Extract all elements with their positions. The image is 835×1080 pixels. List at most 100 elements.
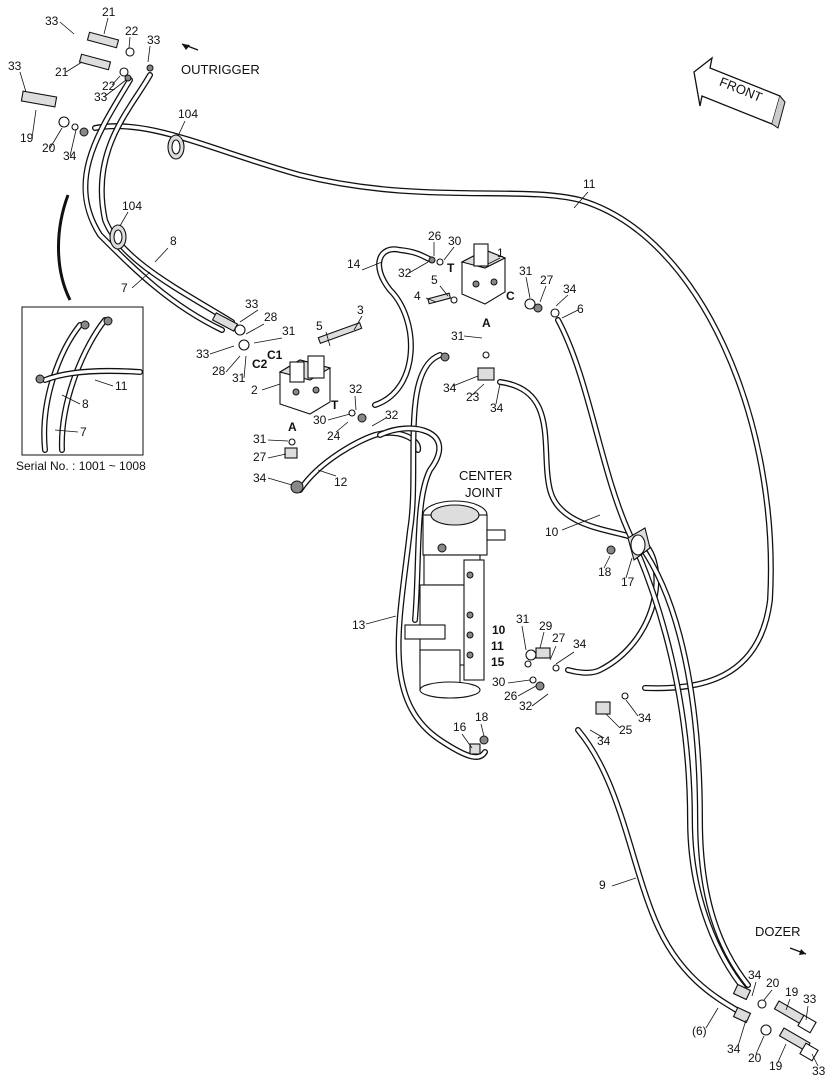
callout: 20: [748, 1051, 762, 1065]
hose-group: [82, 72, 774, 1018]
callout: 33: [45, 14, 59, 28]
outrigger-fittings: [20, 31, 154, 137]
port-t-left: T: [331, 398, 339, 412]
callout: 5: [316, 319, 323, 333]
callout: 34: [63, 149, 77, 163]
callout: 20: [766, 976, 780, 990]
callout: 33: [245, 297, 259, 311]
leader-lines: [19, 17, 819, 1067]
callout: 18: [598, 565, 612, 579]
callout: 20: [42, 141, 56, 155]
port-a-left: A: [288, 420, 297, 434]
callout: 28: [264, 310, 278, 324]
callout: 29: [539, 619, 553, 633]
callout: 31: [282, 324, 296, 338]
callout: 34: [490, 401, 504, 415]
callout: 13: [352, 618, 366, 632]
callout: 27: [552, 631, 566, 645]
bracket-17: [627, 527, 651, 561]
port-a-right: A: [482, 316, 491, 330]
callout: 32: [385, 408, 399, 422]
callout: 33: [812, 1064, 826, 1078]
callout: 19: [785, 985, 799, 999]
callout: 104: [122, 199, 142, 213]
callout: 3: [357, 303, 364, 317]
callout: 28: [212, 364, 226, 378]
inset-label-11: 11: [115, 379, 128, 393]
center-joint: [404, 500, 506, 699]
callout: 5: [431, 273, 438, 287]
callout: 16: [453, 720, 467, 734]
callout: 34: [253, 471, 267, 485]
callout: 32: [398, 266, 412, 280]
callout: 32: [349, 382, 363, 396]
callout: 104: [178, 107, 198, 121]
callout: 12: [334, 475, 348, 489]
valve-2: [278, 321, 363, 415]
port-c1: C1: [267, 348, 283, 362]
callout: 9: [599, 878, 606, 892]
callout: 17: [621, 575, 635, 589]
callout: 34: [748, 968, 762, 982]
port-c-right: C: [506, 289, 515, 303]
front-arrow: FRONT: [693, 56, 786, 129]
serial-inset: 11 8 7 Serial No. : 1001 ~ 1008: [16, 306, 146, 473]
callout-group: 33 21 22 33 21 22 33 33 19 20 34 104 104…: [8, 5, 826, 1078]
callout: 34: [638, 711, 652, 725]
callout: 6: [577, 302, 584, 316]
port-c2: C2: [252, 357, 268, 371]
hose-6: [555, 317, 748, 993]
callout: 34: [563, 282, 577, 296]
clamp-104-top: [167, 134, 185, 160]
callout: 25: [619, 723, 633, 737]
callout: (6): [692, 1024, 707, 1038]
valve-1: [427, 243, 507, 305]
joint-port-10: 10: [492, 623, 506, 637]
callout: 30: [448, 234, 462, 248]
callout: 30: [492, 675, 506, 689]
callout: 31: [253, 432, 267, 446]
callout: 21: [102, 5, 116, 19]
callout: 2: [251, 383, 258, 397]
callout: 27: [540, 273, 554, 287]
clamp-104-mid: [109, 224, 127, 250]
callout: 27: [253, 450, 267, 464]
callout: 10: [545, 525, 559, 539]
center-joint-label-1: CENTER: [459, 468, 512, 483]
callout: 4: [414, 289, 421, 303]
callout: 19: [20, 131, 34, 145]
center-joint-label-2: JOINT: [465, 485, 503, 500]
callout: 33: [8, 59, 22, 73]
callout: 31: [451, 329, 465, 343]
callout: 33: [94, 90, 108, 104]
misc-fittings: [211, 256, 629, 755]
callout: 7: [121, 281, 128, 295]
callout: 33: [147, 33, 161, 47]
callout: 11: [583, 177, 596, 191]
callout: 26: [428, 229, 442, 243]
callout: 34: [727, 1042, 741, 1056]
callout: 34: [597, 734, 611, 748]
callout: 18: [475, 710, 489, 724]
hose-10: [497, 379, 660, 676]
joint-port-11: 11: [491, 639, 504, 653]
callout: 34: [443, 381, 457, 395]
callout: 1: [497, 246, 504, 260]
callout: 31: [519, 264, 533, 278]
callout: 34: [573, 637, 587, 651]
callout: 26: [504, 689, 518, 703]
callout: 23: [466, 390, 480, 404]
outrigger-label: OUTRIGGER: [181, 62, 260, 77]
dozer-label: DOZER: [755, 924, 801, 939]
inset-label-8: 8: [82, 397, 89, 411]
callout: 22: [125, 24, 139, 38]
inset-label-7: 7: [80, 425, 87, 439]
callout: 21: [55, 65, 69, 79]
callout: 24: [327, 429, 341, 443]
callout: 31: [232, 371, 246, 385]
callout: 19: [769, 1059, 783, 1073]
callout: 32: [519, 699, 533, 713]
callout: 33: [196, 347, 210, 361]
serial-number-text: Serial No. : 1001 ~ 1008: [16, 459, 146, 473]
